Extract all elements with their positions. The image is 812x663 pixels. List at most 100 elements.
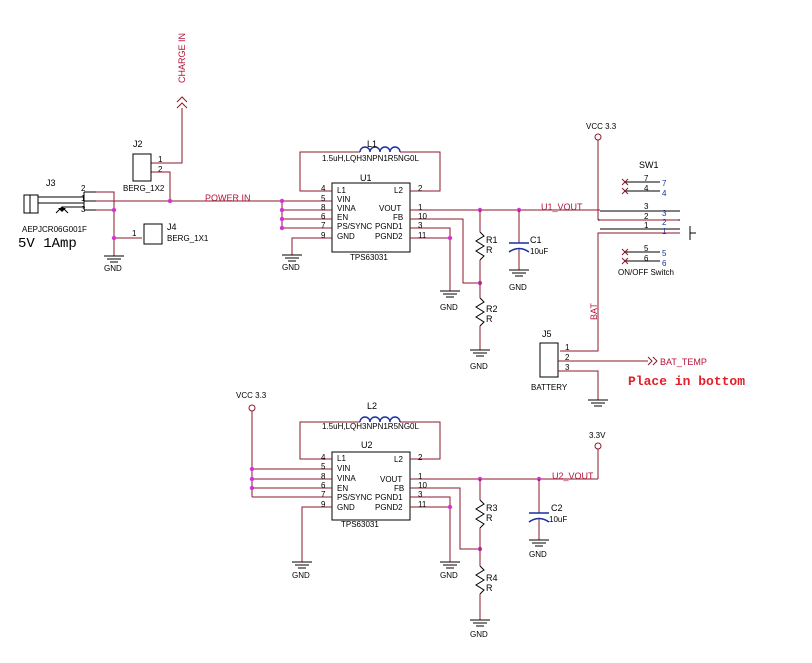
resistor-divider-2: R3 R R4 R GND: [470, 479, 498, 639]
u2-pin-name: PS/SYNC: [337, 493, 372, 502]
u2-part: TPS63031: [341, 520, 379, 529]
r2-ref: R2: [486, 304, 498, 314]
j2-pin-2: 2: [158, 165, 163, 174]
j5-value: BATTERY: [531, 383, 568, 392]
u2-pin-name: VOUT: [380, 475, 402, 484]
u2-pin-name: PGND2: [375, 503, 403, 512]
j2-ref: J2: [133, 139, 143, 149]
r1-value: R: [486, 245, 493, 255]
r4-value: R: [486, 583, 493, 593]
u2-pin-name: EN: [337, 484, 348, 493]
u1-pin-num: 10: [418, 212, 427, 221]
sw1-pin: 1: [644, 221, 649, 230]
u2-pin-num: 7: [321, 490, 326, 499]
junction: [279, 225, 285, 231]
bat-net-label: BAT: [589, 303, 599, 320]
gnd-label: GND: [440, 303, 458, 312]
power-jack-j3: J3 2 1 3 AEPJCR06G001F 5V 1Amp: [18, 178, 96, 252]
j3-rating-note: 5V 1Amp: [18, 236, 77, 252]
placement-note: Place in bottom: [628, 374, 745, 389]
u2-pin-name: L1: [337, 454, 346, 463]
gnd-label: GND: [470, 630, 488, 639]
gnd-symbol-jack: GND: [104, 255, 124, 273]
sw1-pin: 5: [644, 244, 649, 253]
j3-ref: J3: [46, 178, 56, 188]
junction: [111, 235, 117, 241]
junction: [447, 504, 453, 510]
gnd-label: GND: [282, 263, 300, 272]
c1-value: 10uF: [530, 247, 548, 256]
j2-value: BERG_1X2: [123, 184, 165, 193]
u2-pin-num: 4: [321, 453, 326, 462]
sw1-pin-alt: 1: [662, 227, 667, 236]
l2-value: 1.5uH,LQH3NPN1R5NG0L: [322, 422, 419, 431]
battery-connector-j5: J5 BATTERY 1 2 3 BAT_TEMP: [531, 329, 707, 407]
junction: [167, 198, 173, 204]
u1-pin-num: 7: [321, 221, 326, 230]
sw1-pin: 6: [644, 254, 649, 263]
c2-ref: C2: [551, 503, 563, 513]
u2-pin-num: 2: [418, 453, 423, 462]
u2-pin-name: PGND1: [375, 493, 403, 502]
j4-ref: J4: [167, 222, 177, 232]
switch-sw1: SW1 VCC 3.3 7 4 7 4 3 2 1 3 2 1 5 6 5 6 …: [560, 122, 696, 352]
l1-ref: L1: [367, 139, 377, 149]
u1-pin-name: VOUT: [379, 204, 401, 213]
u1-pin-name: L1: [337, 186, 346, 195]
resistor-divider-1: R1 R R2 R GND: [470, 210, 498, 371]
j3-part-number: AEPJCR06G001F: [22, 225, 87, 234]
u1-pin-num: 3: [418, 221, 423, 230]
junction: [447, 235, 453, 241]
u1-pin-num: 8: [321, 203, 326, 212]
r2-value: R: [486, 314, 493, 324]
u2-pin-num: 5: [321, 462, 326, 471]
j5-ref: J5: [542, 329, 552, 339]
regulator-u1: L1 1.5uH,LQH3NPN1R5NG0L U1 TPS63031 4 5 …: [281, 139, 600, 291]
u1-pin-name: PGND2: [375, 232, 403, 241]
gnd-label: GND: [440, 571, 458, 580]
junction: [279, 198, 285, 204]
j3-pin-2: 2: [81, 184, 86, 193]
regulator-u2: VCC 3.3 L2 1.5uH,LQH3NPN1R5NG0L U2 TPS63…: [236, 391, 598, 562]
connector-j4: 1 J4 BERG_1X1: [132, 222, 209, 245]
r4-ref: R4: [486, 573, 498, 583]
v33-port: 3.3V: [589, 431, 606, 479]
junction: [249, 466, 255, 472]
gnd-symbol-u2-left: GND: [292, 561, 312, 580]
u2-pin-name: FB: [394, 484, 404, 493]
u1-pin-name: PGND1: [375, 222, 403, 231]
u1-pin-name: VIN: [337, 195, 351, 204]
gnd-label: GND: [470, 362, 488, 371]
u2-pin-num: 6: [321, 481, 326, 490]
sw1-pin-alt: 4: [662, 189, 667, 198]
junction: [279, 207, 285, 213]
u2-pin-num: 10: [418, 481, 427, 490]
gnd-label: GND: [529, 550, 547, 559]
r3-value: R: [486, 513, 493, 523]
sw1-ref: SW1: [639, 160, 659, 170]
u1-pin-num: 1: [418, 203, 423, 212]
u1-pin-name: FB: [393, 213, 403, 222]
u2-pin-name: GND: [337, 503, 355, 512]
v33-label: 3.3V: [589, 431, 606, 440]
u1-pin-name: VINA: [337, 204, 356, 213]
junction: [249, 476, 255, 482]
u1-ref: U1: [360, 173, 372, 183]
j3-pin-3: 3: [81, 205, 86, 214]
sw1-pin-alt: 3: [662, 209, 667, 218]
junction: [111, 207, 117, 213]
sw1-pin: 2: [644, 212, 649, 221]
u1-pin-num: 9: [321, 231, 326, 240]
j3-pin-1: 1: [81, 194, 86, 203]
vcc-top-label: VCC 3.3: [586, 122, 617, 131]
j2-pin-1: 1: [158, 155, 163, 164]
u1-pin-name: PS/SYNC: [337, 222, 372, 231]
u2-pin-name: VIN: [337, 464, 351, 473]
charge-in-port: CHARGE IN: [176, 33, 188, 109]
u2-pin-name: L2: [394, 455, 403, 464]
sw1-pin-alt: 2: [662, 218, 667, 227]
charge-in-net-label: CHARGE IN: [177, 33, 187, 83]
u1-pin-num: 5: [321, 194, 326, 203]
junction: [249, 485, 255, 491]
